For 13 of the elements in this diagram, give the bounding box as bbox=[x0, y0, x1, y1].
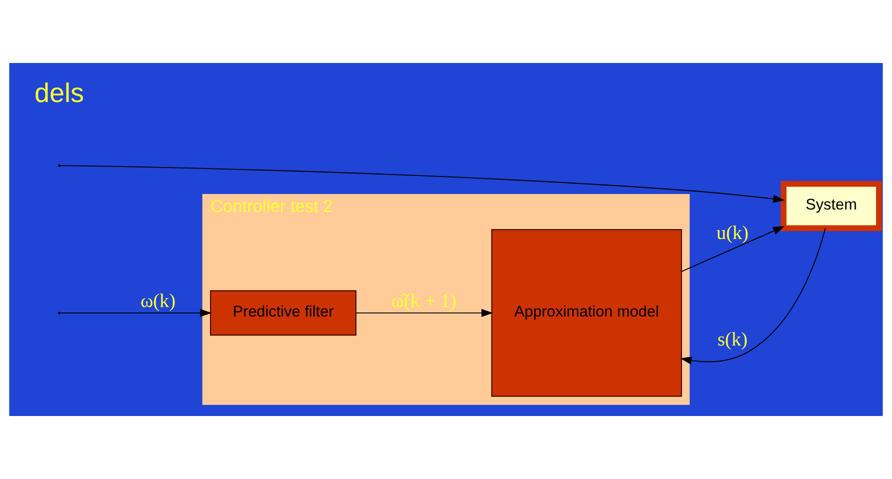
node-box: System bbox=[780, 180, 882, 232]
edge-label: u(k) bbox=[716, 222, 749, 244]
arrow bbox=[60, 165, 785, 203]
edge-label: ω(k) bbox=[140, 291, 176, 312]
arrow bbox=[680, 228, 826, 365]
edge-label: s(k) bbox=[718, 330, 748, 351]
arrow bbox=[356, 308, 494, 317]
node-box: Predictive filter bbox=[210, 290, 356, 336]
edge-label: ω̂(k + 1) bbox=[391, 291, 456, 312]
arrow bbox=[60, 308, 212, 317]
label: dels bbox=[34, 78, 84, 108]
node-box: Approximation model bbox=[491, 229, 682, 397]
arrow bbox=[681, 226, 785, 272]
